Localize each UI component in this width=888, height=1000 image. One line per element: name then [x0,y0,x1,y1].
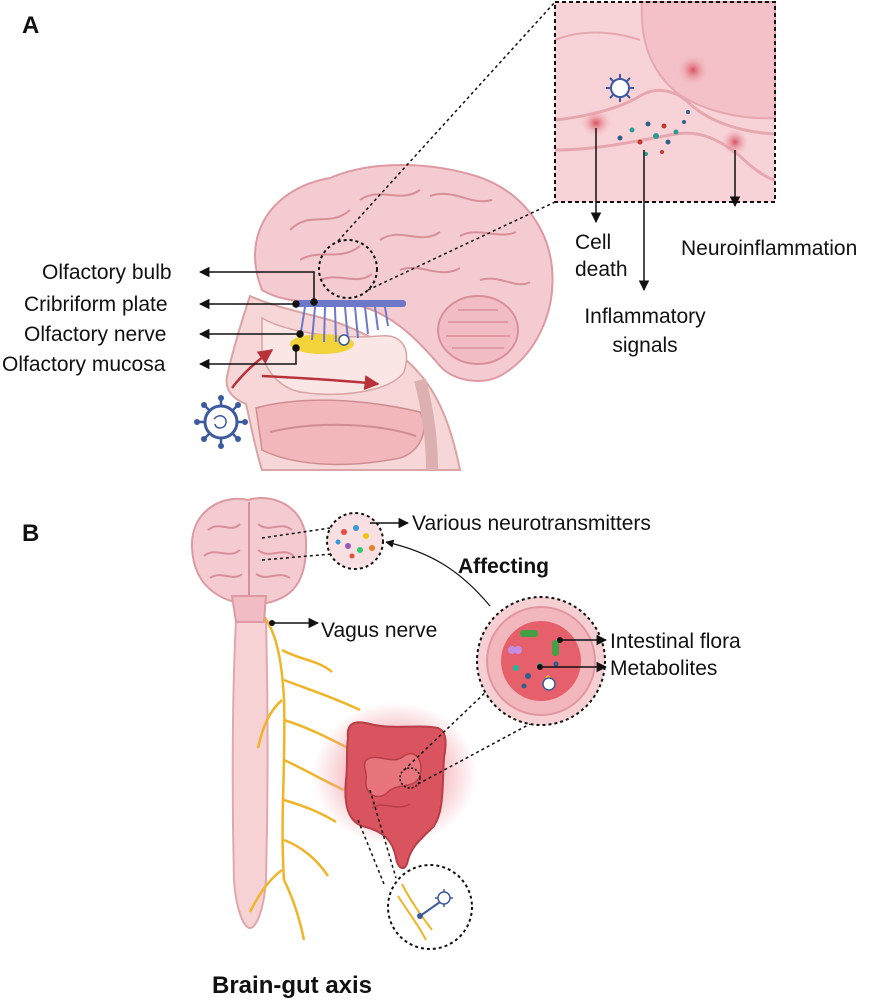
head-sagittal-illustration [225,164,554,471]
gut-zoom-connector [403,687,557,785]
panel-b-letter: B [22,520,39,547]
cerebellum-illustration [437,295,519,365]
virus-icon [606,74,634,102]
label-olfactory-bulb: Olfactory bulb [42,261,172,284]
panel-a-letter: A [22,12,39,39]
label-olfactory-nerve: Olfactory nerve [24,323,166,346]
cribriform-plate-illustration [296,300,406,307]
brain-illustration [190,497,308,623]
arrow-affecting [385,539,491,607]
spinal-cord-illustration [231,619,269,930]
label-vagus-nerve: Vagus nerve [321,619,437,642]
neurotransmitter-dots [335,525,375,559]
olfactory-nerve-fibers [299,306,389,343]
label-olfactory-mucosa: Olfactory mucosa [2,353,166,376]
label-cribriform-plate: Cribriform plate [24,293,168,316]
figure-title-brain-gut-axis: Brain-gut axis [212,972,372,999]
zoom-connector [337,1,556,291]
zoom-region-circle [318,239,378,299]
label-neuroinflammation: Neuroinflammation [681,237,857,260]
virus-icon [194,395,248,449]
label-intestinal-flora: Intestinal flora [610,630,741,653]
entry-arrow-right [261,374,380,391]
intestinal-lumen-illustration [476,596,606,726]
entry-arrow-up [231,348,274,389]
nerve-virus-detail [387,864,473,950]
label-affecting: Affecting [458,555,549,578]
olfactory-mucosa-illustration [290,334,354,354]
inset-arrows [590,128,741,292]
label-leaders-a [198,266,318,370]
virus-icon [338,334,350,346]
label-various-neurotransmitters: Various neurotransmitters [412,512,651,535]
inflammatory-signal-dots [617,110,690,156]
label-metabolites: Metabolites [610,657,717,680]
intestine-illustration [313,702,477,869]
inset-brain-detail [554,1,776,202]
gut-zoom-circle [399,767,421,789]
neurotransmitter-zoom-circle [326,512,384,570]
